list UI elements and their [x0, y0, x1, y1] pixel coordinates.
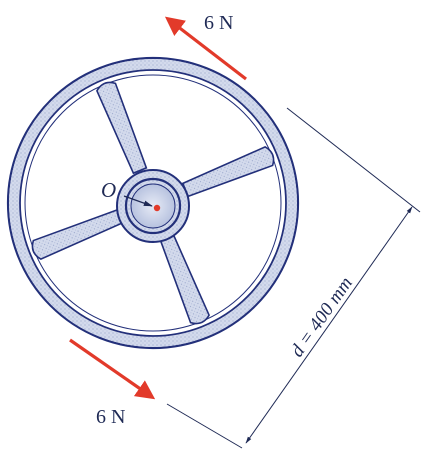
- wheel-hub: [116, 169, 190, 243]
- wheel-spokes: [31, 81, 275, 325]
- force-arrow-top: [164, 16, 247, 81]
- point-o-label: O: [101, 178, 116, 202]
- center-point: [123, 195, 161, 212]
- dimension-label: d = 400 mm: [287, 273, 357, 361]
- wheel-rim: [6, 56, 300, 350]
- force-label-bottom: 6 N: [96, 406, 125, 428]
- force-label-top: 6 N: [204, 12, 233, 34]
- force-arrow-bottom: [69, 338, 156, 400]
- dimension-line: [166, 107, 421, 449]
